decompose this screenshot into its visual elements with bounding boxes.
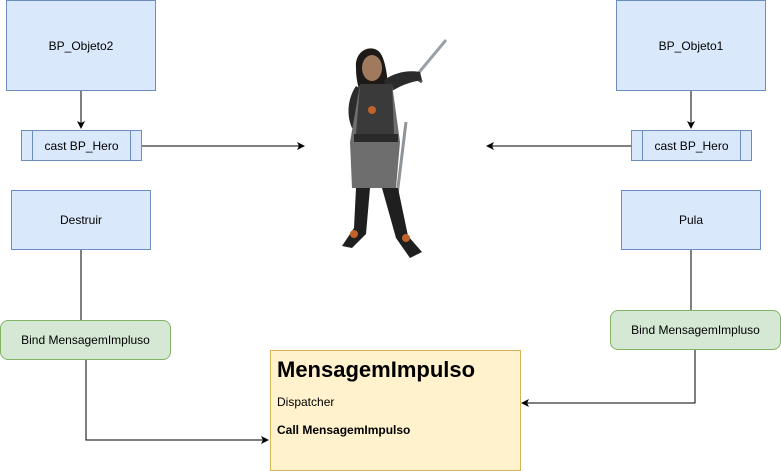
edge-bind-left-to-note xyxy=(85,360,269,444)
node-bp-objeto1-label: BP_Objeto1 xyxy=(658,38,724,53)
node-pula-label: Pula xyxy=(678,213,704,227)
node-bind-right-label: Bind MensagemImpluso xyxy=(631,323,760,337)
note-call-label: Call MensagemImpulso xyxy=(277,423,411,437)
node-cast-right-label: cast BP_Hero xyxy=(654,138,729,153)
node-bind-mensagem-right[interactable]: Bind MensagemImpluso xyxy=(610,310,781,350)
node-destruir-label: Destruir xyxy=(59,213,102,227)
node-bp-objeto1[interactable]: BP_Objeto1 xyxy=(616,0,766,91)
node-cast-bp-hero-right[interactable]: cast BP_Hero xyxy=(631,130,752,161)
note-title: MensagemImpulso xyxy=(277,357,476,382)
node-cast-bp-hero-left[interactable]: cast BP_Hero xyxy=(21,130,142,161)
node-pula[interactable]: Pula xyxy=(621,190,761,250)
hero-character-image xyxy=(342,39,448,258)
note-dispatcher-label: Dispatcher xyxy=(277,395,335,409)
node-cast-left-label: cast BP_Hero xyxy=(44,138,119,153)
node-destruir[interactable]: Destruir xyxy=(11,190,151,250)
node-bp-objeto2-label: BP_Objeto2 xyxy=(48,38,114,53)
edge-bind-right-to-note xyxy=(521,350,696,407)
node-bind-mensagem-left[interactable]: Bind MensagemImpluso xyxy=(0,320,171,360)
dispatcher-note[interactable]: MensagemImpulso Dispatcher Call Mensagem… xyxy=(270,350,521,471)
node-bp-objeto2[interactable]: BP_Objeto2 xyxy=(6,0,156,91)
node-bind-left-label: Bind MensagemImpluso xyxy=(21,333,150,347)
